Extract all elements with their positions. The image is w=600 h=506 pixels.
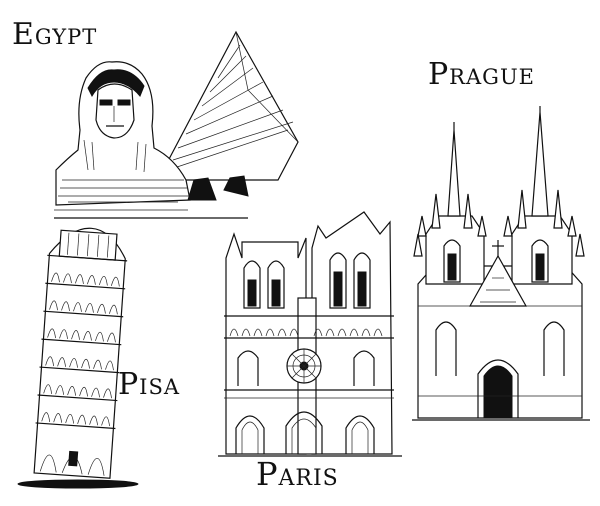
- tyn-church-sketch: [412, 106, 590, 421]
- label-paris: Paris: [256, 455, 339, 493]
- leaning-tower-sketch: [17, 227, 139, 489]
- label-pisa: Pisa: [118, 367, 181, 402]
- label-egypt: Egypt: [12, 17, 98, 52]
- notre-dame-sketch: [218, 211, 402, 457]
- sphinx-and-pyramid-sketch: [54, 30, 299, 219]
- label-prague: Prague: [428, 57, 535, 92]
